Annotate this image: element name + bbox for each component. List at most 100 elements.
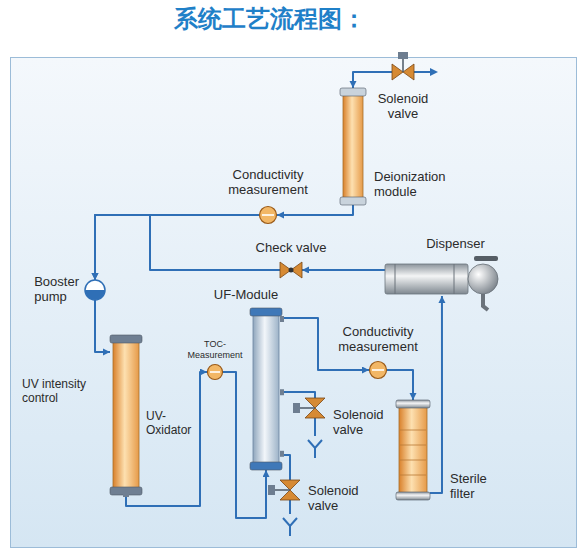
drain-pipe — [314, 448, 316, 458]
water-pipe — [95, 300, 110, 352]
component-label: UV- Oxidator — [146, 410, 191, 438]
pump-circle — [85, 280, 105, 300]
water-pipe — [282, 455, 290, 480]
shape-outline — [305, 398, 325, 418]
shape-outline — [392, 64, 414, 80]
meter-line — [372, 369, 384, 371]
dispenser-lever — [474, 256, 498, 261]
dispenser-band — [454, 264, 455, 294]
shape-outline — [259, 206, 277, 224]
dispenser-body — [385, 264, 468, 294]
solenoid-valve: Solenoid valve — [280, 480, 300, 500]
valve-stem — [402, 59, 404, 72]
dispenser-head — [468, 264, 498, 294]
cylinder-cap — [396, 400, 430, 408]
component-label: Solenoid valve — [378, 92, 429, 122]
filter-rib — [400, 445, 426, 446]
cylinder-cap — [340, 88, 366, 96]
component-label: Dispenser — [426, 237, 485, 252]
cylinder-cap — [396, 492, 430, 500]
deionization-module: Deionization module — [340, 88, 366, 205]
component-label: Check valve — [256, 241, 327, 256]
solenoid-valve: Solenoid valve — [392, 64, 414, 80]
valve-actuator — [293, 403, 300, 413]
drain-lines — [283, 72, 430, 536]
meter-circle — [208, 365, 223, 380]
component-label: Booster pump — [34, 275, 79, 305]
water-pipe — [430, 296, 442, 493]
shape-outline — [250, 308, 282, 470]
water-pipe — [387, 370, 413, 400]
shape-outline — [280, 480, 300, 500]
conductivity-meter: Conductivity measurement — [259, 206, 277, 224]
cylinder-cap — [340, 197, 366, 205]
meter-line — [262, 214, 274, 216]
filter-rib — [400, 460, 426, 461]
water-pipe — [277, 205, 353, 215]
meter-circle — [260, 207, 277, 224]
pump-fill — [85, 290, 105, 300]
shape-outline — [280, 262, 302, 278]
page-title: 系统工艺流程图： — [0, 6, 540, 34]
uf-module: UF-Module — [250, 308, 282, 470]
component-label: Solenoid valve — [308, 484, 359, 514]
valve-actuator — [268, 485, 275, 495]
component-label: Deionization module — [374, 170, 446, 200]
shape-outline — [110, 335, 142, 495]
component-label: Sterile filter — [450, 472, 487, 502]
shape-outline — [369, 361, 387, 379]
valve-body — [280, 262, 302, 278]
booster-pump: Booster pump — [85, 280, 105, 300]
shape-outline — [85, 280, 105, 300]
fitting — [280, 451, 284, 457]
annotation-label: UV intensity control — [22, 378, 108, 406]
filter-rib — [400, 430, 426, 431]
water-pipe — [302, 269, 385, 271]
shape-outline — [396, 400, 430, 500]
cylinder-cap — [250, 462, 282, 470]
component-label: UF-Module — [214, 288, 278, 303]
valve-actuator — [398, 52, 408, 59]
drain-funnel — [308, 440, 322, 448]
dispenser-band — [395, 264, 396, 294]
fitting — [123, 493, 129, 497]
cylinder-body — [399, 405, 427, 495]
cylinder-body — [113, 340, 139, 490]
drain-pipe — [289, 500, 291, 514]
check-valve: Check valve — [280, 262, 302, 278]
fitting — [280, 316, 284, 322]
water-pipe — [282, 392, 315, 398]
component-label: Conductivity measurement — [338, 325, 417, 355]
valve-stem — [300, 407, 315, 409]
component-label: Conductivity measurement — [228, 168, 307, 198]
toc-meter: TOC- Measurement — [207, 364, 223, 380]
connectors — [95, 72, 442, 518]
cylinder-cap — [250, 308, 282, 316]
drain-pipe — [314, 418, 316, 436]
sterile-filter: Sterile filter — [396, 400, 430, 500]
uv-oxidator: UV- Oxidator — [110, 335, 142, 495]
shape-outline — [385, 262, 498, 296]
dispenser-nozzle — [483, 294, 488, 310]
check-ball — [289, 268, 294, 273]
valve-stem — [275, 489, 290, 491]
drain-funnel — [283, 518, 297, 526]
meter-line — [210, 371, 220, 373]
inlet-arrow — [430, 68, 438, 76]
shape-outline — [340, 88, 366, 205]
solenoid-valve: Solenoid valve — [305, 398, 325, 418]
water-pipe — [353, 72, 392, 88]
dispenser: Dispenser — [385, 262, 498, 296]
component-label: TOC- Measurement — [188, 339, 243, 360]
cylinder-body — [253, 313, 279, 465]
shape-outline — [207, 364, 223, 380]
drain-pipe — [289, 526, 291, 536]
meter-circle — [370, 362, 387, 379]
fitting — [280, 389, 284, 395]
water-pipe — [95, 215, 280, 280]
component-label: Solenoid valve — [333, 408, 384, 438]
